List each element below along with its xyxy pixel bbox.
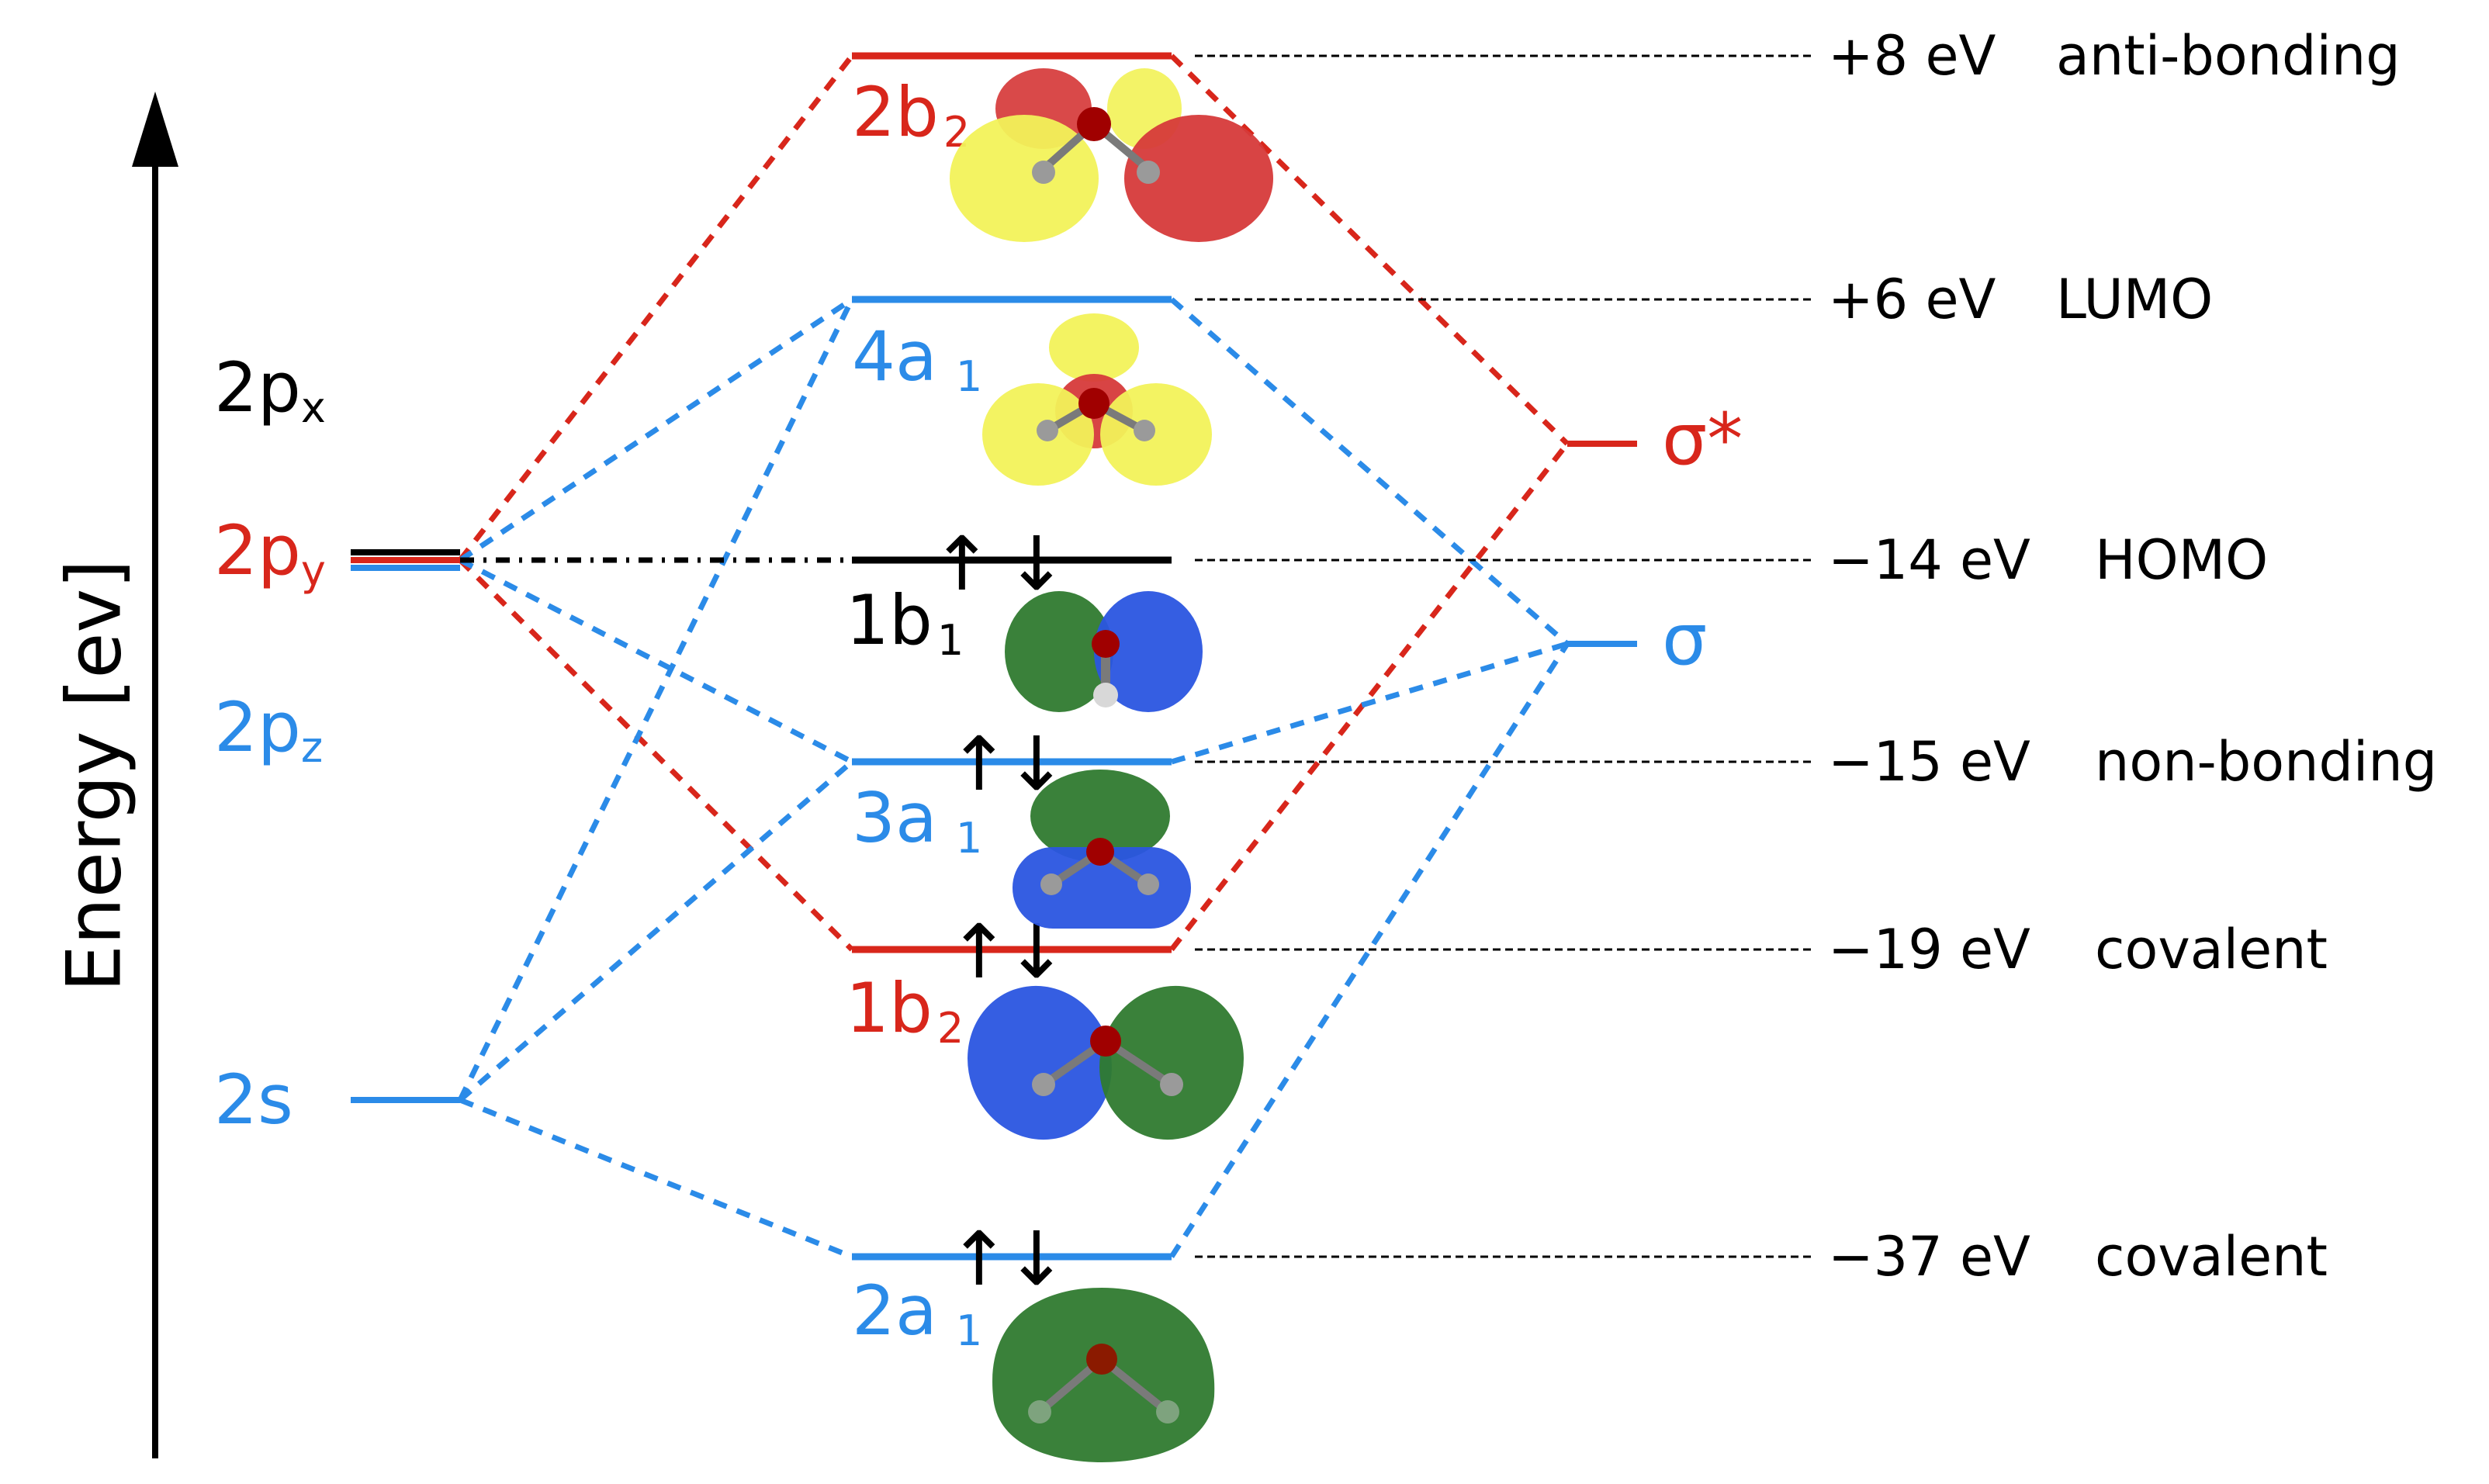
energy-label-1b2: −19 eV	[1828, 918, 2030, 981]
corr-py-2b2	[458, 54, 854, 562]
orbital-shape-2a1	[992, 1288, 1215, 1462]
electron-up-arrow: ↑	[948, 1216, 1010, 1302]
character-label-1b2: covalent	[2095, 918, 2328, 981]
label-2s: 2s	[214, 1060, 293, 1140]
orbital-shape-1b2	[968, 985, 1244, 1140]
ligand-orbitals: σ* σ	[1567, 398, 1743, 681]
orbital-shape-3a1	[1013, 770, 1191, 929]
corr-2s-4a1	[457, 298, 855, 1102]
energy-label-3a1: −15 eV	[1828, 730, 2030, 794]
electron-pair-3a1: ↑ ↓	[948, 721, 1068, 808]
orbital-shape-4a1	[982, 313, 1212, 486]
label-2pz: 2pz	[214, 687, 323, 772]
character-label-2b2: anti-bonding	[2056, 24, 2401, 88]
energy-axis-arrowhead	[132, 92, 178, 167]
corr-py-1b2	[458, 558, 854, 952]
orbital-shape-1b1	[1005, 591, 1203, 712]
energy-axis: Energy [ev]	[50, 92, 178, 1458]
correlation-lines	[457, 54, 1570, 1260]
corr-2s-3a1	[458, 759, 854, 1102]
corr-1b2-sigstar	[1169, 441, 1570, 952]
energy-label-4a1: +6 eV	[1828, 268, 1996, 331]
character-label-3a1: non-bonding	[2095, 730, 2437, 794]
corr-py-4a1	[459, 297, 853, 562]
label-2px: 2px	[214, 348, 326, 432]
energy-axis-title: Energy [ev]	[50, 559, 137, 991]
electron-up-arrow: ↑	[948, 908, 1010, 995]
electron-up-arrow: ↑	[948, 721, 1010, 808]
corr-py-3a1	[459, 557, 853, 765]
corr-2s-2a1	[459, 1097, 853, 1260]
character-label-4a1: LUMO	[2056, 268, 2213, 331]
energy-label-2a1: −37 eV	[1828, 1225, 2030, 1289]
character-label-2a1: covalent	[2095, 1225, 2328, 1289]
character-label-1b1: HOMO	[2095, 528, 2268, 592]
corr-2a1-sigma	[1169, 642, 1570, 1258]
orbital-renderings	[950, 68, 1273, 1462]
corr-3a1-sigma	[1171, 641, 1568, 765]
corr-2b2-sigstar	[1169, 54, 1570, 446]
corr-4a1-sigma	[1169, 297, 1570, 646]
label-sigma-star: σ*	[1662, 398, 1743, 481]
electron-down-arrow: ↓	[1006, 1216, 1068, 1302]
orbital-shape-2b2	[950, 68, 1273, 242]
energy-labels: +8 eV anti-bonding +6 eV LUMO −14 eV HOM…	[1828, 24, 2437, 1289]
electron-pair-2a1: ↑ ↓	[948, 1216, 1068, 1302]
energy-label-1b1: −14 eV	[1828, 528, 2030, 592]
electron-up-arrow: ↑	[931, 521, 993, 607]
atomic-orbitals: 2px 2py 2pz 2s	[214, 348, 460, 1140]
energy-leaders	[1195, 54, 1812, 1258]
label-2py: 2py	[214, 510, 326, 595]
label-sigma: σ	[1662, 598, 1707, 681]
energy-label-2b2: +8 eV	[1828, 24, 1996, 88]
